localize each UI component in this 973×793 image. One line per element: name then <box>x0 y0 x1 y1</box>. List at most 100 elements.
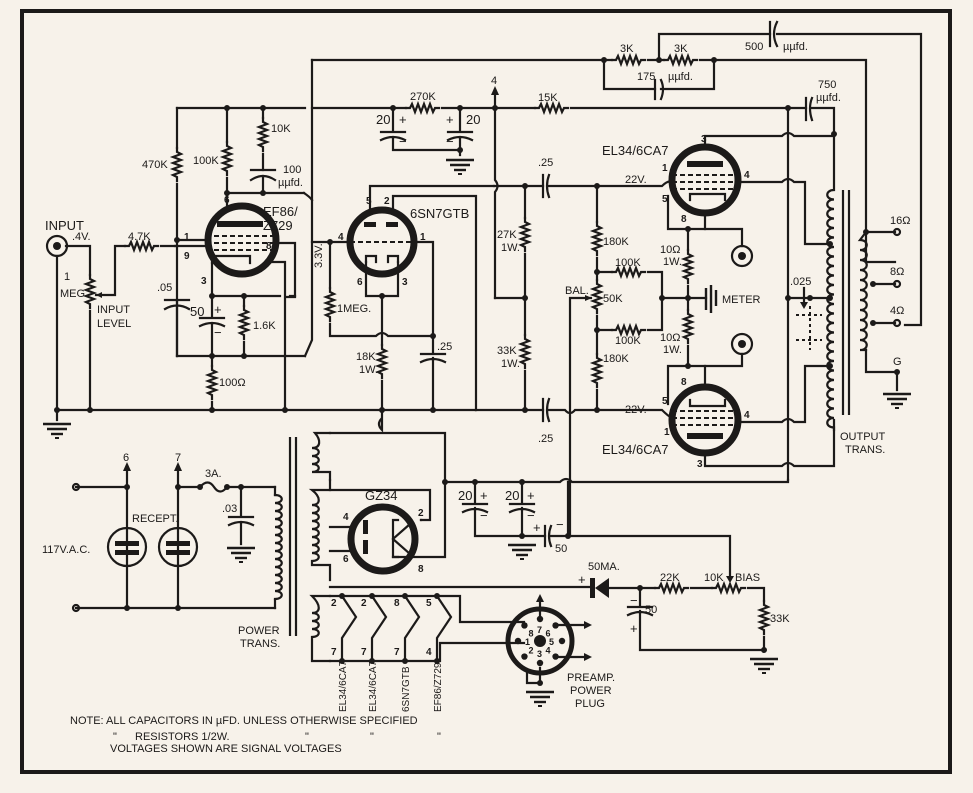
el34-upper-pin-4: 4 <box>744 170 750 181</box>
bias-cap-minus: − <box>630 593 638 608</box>
input-pot-value-2: MEG. <box>60 288 88 300</box>
plug-pin-label: 5 <box>549 637 554 647</box>
note-line-2-ditto-2: " <box>305 731 309 743</box>
tap-16-label: 16Ω <box>890 215 910 227</box>
input-jack <box>45 234 69 258</box>
fuse <box>198 481 229 493</box>
tap-8-label: 8Ω <box>890 266 904 278</box>
upper-cathode-resistor: 10Ω <box>660 244 680 256</box>
balance-pot-label: 50K <box>603 293 623 305</box>
heater-junction <box>339 658 345 664</box>
feedback-c3-unit: µµfd. <box>816 92 841 104</box>
plug-pin-label: 3 <box>537 649 542 659</box>
upper-grid-resistor: 180K <box>603 236 629 248</box>
plug-pin <box>536 659 544 667</box>
bias-pot-value: 10K <box>704 572 724 584</box>
gz34-pin-6: 6 <box>343 554 349 565</box>
decoupling-resistor-label: 10K <box>271 123 291 135</box>
plug-pin-label: 2 <box>529 645 534 655</box>
lower-100k-label: 100K <box>615 335 641 347</box>
fuse-label: 3A. <box>205 468 222 480</box>
supply-node-label: 4 <box>491 75 497 87</box>
ef86-pin-1: 1 <box>184 232 190 243</box>
6sn7-cathode-resistor-2: 1W. <box>359 364 378 376</box>
heater-bottom-pin: 7 <box>394 647 400 658</box>
heater-filament <box>403 594 421 663</box>
6sn7-pin-3: 3 <box>402 277 408 288</box>
tube-6sn7 <box>346 206 418 278</box>
receptacle-2[interactable] <box>157 526 199 568</box>
plug-pin-label: 6 <box>545 629 550 639</box>
grid-resistor-label: 4.7K <box>128 231 151 243</box>
plug-pin <box>521 653 528 660</box>
tap-cap-label: .025 <box>790 276 811 288</box>
input-label: INPUT <box>45 218 84 233</box>
gz34-label: GZ34 <box>365 488 398 503</box>
filter-cap-3-minus: − <box>556 517 564 532</box>
series-resistor-label: 15K <box>538 92 558 104</box>
ef86-pin-9: 9 <box>184 251 190 262</box>
heater-junction <box>369 593 375 599</box>
tube-gz34 <box>347 503 419 575</box>
note-line-2-ditto: " <box>113 731 117 743</box>
note-line-1: NOTE: ALL CAPACITORS IN µFD. UNLESS OTHE… <box>70 715 418 727</box>
heater-top-pin: 5 <box>426 598 432 609</box>
heater-tube-label: EF86/Z729 <box>433 662 444 712</box>
balance-label: BAL. <box>565 285 589 297</box>
upper-cathode-resistor-2: 1W. <box>663 256 682 268</box>
stage1-voltage: 3.3V. <box>313 243 325 268</box>
receptacle-1[interactable] <box>106 526 148 568</box>
heater-top-pin: 8 <box>394 598 400 609</box>
feedback-c1-value: 175 <box>637 71 655 83</box>
lower-cathode-resistor-2: 1W. <box>663 344 682 356</box>
bias-cap-label: 50 <box>645 604 657 616</box>
output-transformer <box>826 132 868 432</box>
output-trans-label-2: TRANS. <box>845 444 885 456</box>
heater-junction <box>369 658 375 664</box>
upper-load-label: 27K <box>497 229 517 241</box>
cathode-resistor-label: 1.6K <box>253 320 276 332</box>
6sn7-pin-6: 6 <box>357 277 363 288</box>
power-trans-label-2: TRANS. <box>240 638 280 650</box>
upper-100k-label: 100K <box>615 257 641 269</box>
plug-pin <box>552 653 559 660</box>
gz34-pin-4: 4 <box>343 512 349 523</box>
meter-label: METER <box>722 294 761 306</box>
input-pot-value: 1 <box>64 271 70 283</box>
ef86-label-2: Z729 <box>263 218 293 233</box>
feedback-c1-unit: µµfd. <box>668 71 693 83</box>
plug-label: PREAMP. <box>567 672 615 684</box>
gz34-pin-2: 2 <box>418 508 424 519</box>
heater-bottom-pin: 7 <box>361 647 367 658</box>
screen-resistor-label: 470K <box>142 159 168 171</box>
gz34-pin-8: 8 <box>418 564 424 575</box>
feedback-c3-value: 750 <box>818 79 836 91</box>
receptacle-label: RECEPT. <box>132 513 178 525</box>
note-line-3: VOLTAGES SHOWN ARE SIGNAL VOLTAGES <box>110 743 342 755</box>
6sn7-label: 6SN7GTB <box>410 206 469 221</box>
el34-upper-label: EL34/6CA7 <box>602 143 669 158</box>
ef86-pin-3: 3 <box>201 276 207 287</box>
el34-lower-pin-4: 4 <box>744 410 750 421</box>
plug-pin-label: 1 <box>525 637 530 647</box>
heater-bottom-pin: 7 <box>331 647 337 658</box>
lower-load-label-2: 1W. <box>501 358 520 370</box>
cathode-cap-minus: − <box>214 325 222 340</box>
6sn7-pin-1: 1 <box>420 232 426 243</box>
meter-jack-symbol <box>704 285 718 313</box>
screen-bypass-label: .05 <box>157 282 172 294</box>
feedback-c2-unit: µµfd. <box>783 41 808 53</box>
dropping-resistor-label: 270K <box>410 91 436 103</box>
filter-cap-left-minus: − <box>399 134 407 149</box>
diagram-frame <box>20 9 952 774</box>
heater-top-pin: 2 <box>331 598 337 609</box>
lower-grid-resistor: 180K <box>603 353 629 365</box>
heater-tube-label: EL34/6CA7 <box>368 660 379 712</box>
filter-cap-right-minus: − <box>446 134 454 149</box>
node-7-label: 7 <box>175 452 181 464</box>
el34-lower-pin-3: 3 <box>697 459 703 470</box>
bias-load-label: 33K <box>770 613 790 625</box>
heater-tube-label: EL34/6CA7 <box>338 660 349 712</box>
cathode-cap-label: 50 <box>190 304 204 319</box>
